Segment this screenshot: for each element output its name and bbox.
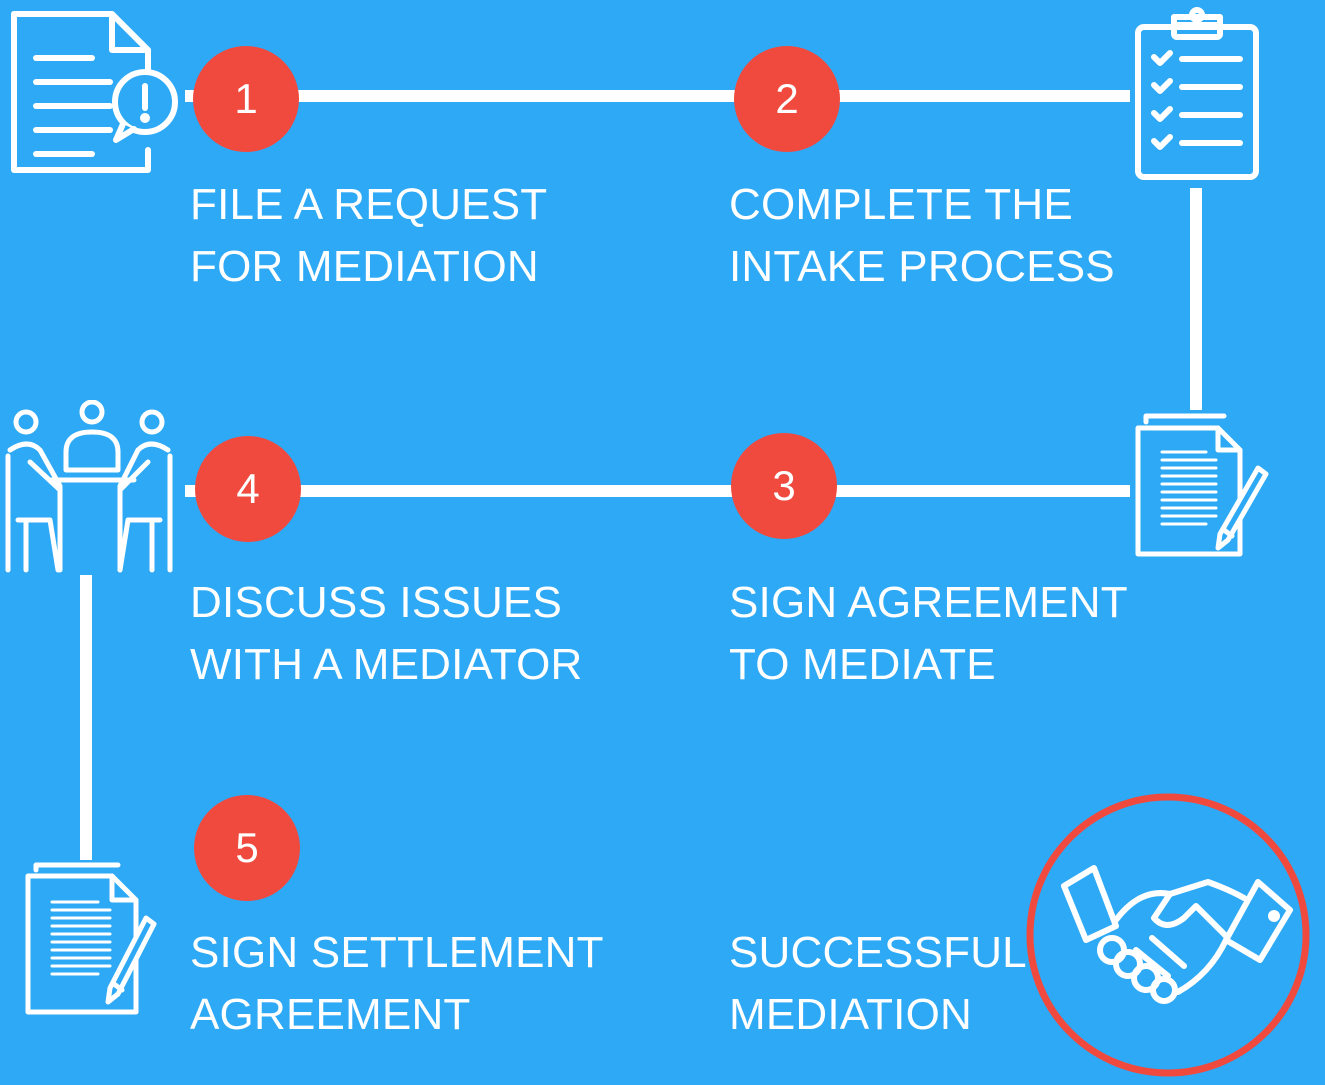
- step-label: DISCUSS ISSUES WITH A MEDIATOR: [190, 572, 583, 696]
- handshake-icon: [1020, 790, 1320, 1080]
- step-number-badge: 5: [194, 795, 300, 901]
- step-label: SIGN SETTLEMENT AGREEMENT: [190, 922, 604, 1046]
- step-label-line: INTAKE PROCESS: [729, 242, 1115, 291]
- step-label-line: WITH A MEDIATOR: [190, 640, 583, 689]
- step-label-line: SIGN AGREEMENT: [729, 578, 1128, 627]
- connector-line: [1190, 188, 1202, 410]
- step-label-line: SIGN SETTLEMENT: [190, 928, 604, 977]
- document-pen-icon: [20, 862, 160, 1020]
- outcome-label: SUCCESSFUL MEDIATION: [729, 922, 1027, 1046]
- connector-line: [80, 575, 92, 860]
- step-number-badge: 2: [734, 46, 840, 152]
- step-label-line: FILE A REQUEST: [190, 180, 548, 229]
- document-pen-icon: [1132, 412, 1272, 562]
- step-label-line: DISCUSS ISSUES: [190, 578, 563, 627]
- step-label: SIGN AGREEMENT TO MEDIATE: [729, 572, 1128, 696]
- outcome-label-line: MEDIATION: [729, 990, 972, 1039]
- step-label: FILE A REQUEST FOR MEDIATION: [190, 174, 547, 298]
- step-number-badge: 1: [193, 46, 299, 152]
- meeting-icon: [0, 400, 180, 575]
- clipboard-checklist-icon: [1130, 5, 1270, 185]
- connector-line: [185, 485, 1130, 497]
- step-label-line: FOR MEDIATION: [190, 242, 539, 291]
- outcome-label-line: SUCCESSFUL: [729, 928, 1027, 977]
- step-label-line: TO MEDIATE: [729, 640, 996, 689]
- step-number-badge: 3: [731, 433, 837, 539]
- connector-line: [185, 90, 1130, 102]
- step-label-line: COMPLETE THE: [729, 180, 1073, 229]
- step-label: COMPLETE THE INTAKE PROCESS: [729, 174, 1115, 298]
- step-number-badge: 4: [195, 436, 301, 542]
- step-label-line: AGREEMENT: [190, 990, 471, 1039]
- request-document-icon: [10, 10, 190, 180]
